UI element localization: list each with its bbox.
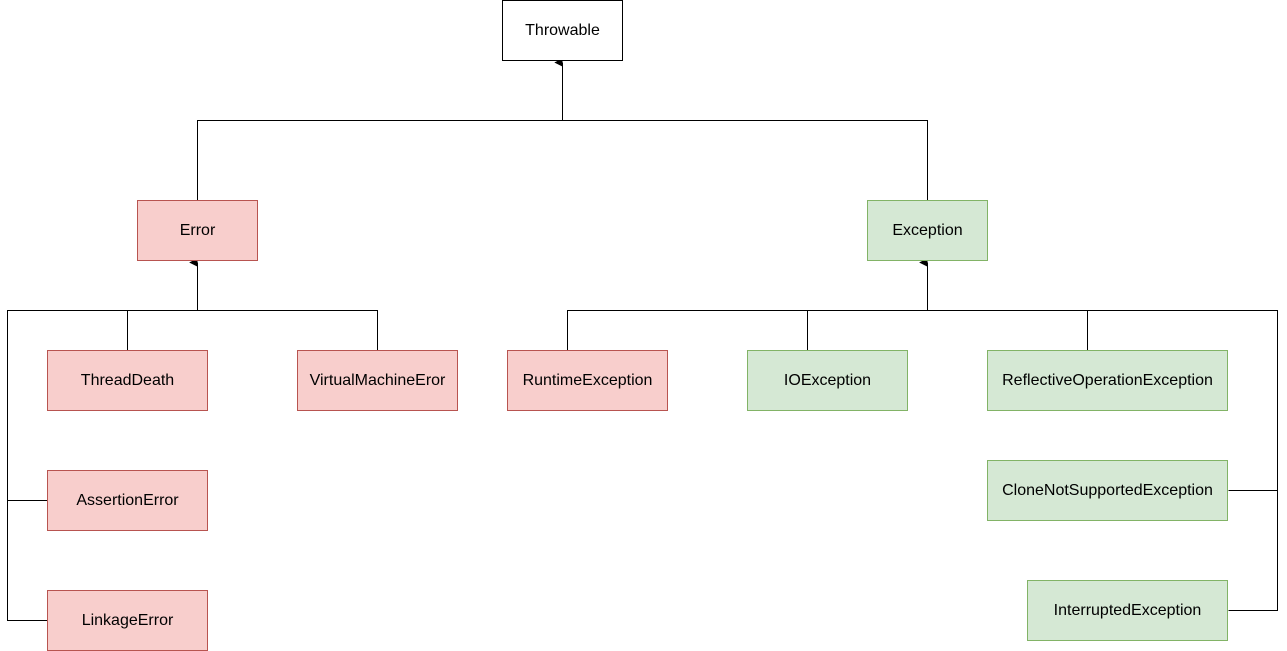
edge-virtual-machine-error-to-error bbox=[189, 258, 378, 351]
node-reflective-operation-exception[interactable]: ReflectiveOperationException bbox=[987, 350, 1228, 411]
node-linkage-error[interactable]: LinkageError bbox=[47, 590, 208, 651]
edge-exception-to-throwable bbox=[554, 58, 928, 201]
edge-runtime-exception-to-exception bbox=[567, 258, 928, 351]
node-label: Error bbox=[179, 221, 216, 239]
edge-io-exception-to-exception bbox=[807, 258, 928, 351]
node-virtual-machine-error[interactable]: VirtualMachineEror bbox=[297, 350, 458, 411]
edge-linkage-error-to-error bbox=[7, 258, 198, 621]
node-label: AssertionError bbox=[76, 491, 179, 509]
node-label: ReflectiveOperationException bbox=[1002, 371, 1213, 389]
node-io-exception[interactable]: IOException bbox=[747, 350, 908, 411]
node-label: Exception bbox=[892, 221, 963, 239]
node-error[interactable]: Error bbox=[137, 200, 258, 261]
node-exception[interactable]: Exception bbox=[867, 200, 988, 261]
edge-thread-death-to-error bbox=[127, 258, 198, 351]
node-clone-not-supported-exception[interactable]: CloneNotSupportedException bbox=[987, 460, 1228, 521]
node-label: LinkageError bbox=[81, 611, 174, 629]
node-assertion-error[interactable]: AssertionError bbox=[47, 470, 208, 531]
node-interrupted-exception[interactable]: InterruptedException bbox=[1027, 580, 1228, 641]
edge-reflective-operation-exception-to-exception bbox=[919, 258, 1088, 351]
node-label: Throwable bbox=[525, 21, 600, 39]
node-thread-death[interactable]: ThreadDeath bbox=[47, 350, 208, 411]
edge-interrupted-exception-to-exception bbox=[919, 258, 1278, 611]
edge-error-to-throwable bbox=[197, 58, 563, 201]
node-label: IOException bbox=[783, 371, 872, 389]
node-label: RuntimeException bbox=[522, 371, 653, 389]
node-label: VirtualMachineEror bbox=[309, 371, 446, 389]
node-label: InterruptedException bbox=[1053, 601, 1202, 619]
node-throwable[interactable]: Throwable bbox=[502, 0, 623, 61]
node-label: CloneNotSupportedException bbox=[1002, 481, 1213, 499]
node-runtime-exception[interactable]: RuntimeException bbox=[507, 350, 668, 411]
node-label: ThreadDeath bbox=[80, 371, 175, 389]
